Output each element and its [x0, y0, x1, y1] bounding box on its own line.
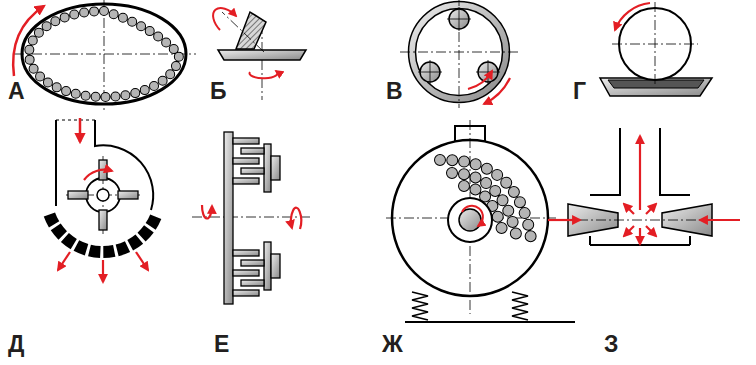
trough-roller-scheme [600, 2, 712, 96]
figure-letter: Е [214, 333, 229, 356]
figure-letter: Ж [382, 333, 403, 356]
figure-letter: Б [210, 80, 227, 103]
figure-letter: З [604, 333, 618, 356]
disc-mill-scheme [192, 132, 312, 304]
ball-mill-scheme [13, 0, 196, 110]
figure-letter: Д [8, 333, 24, 356]
vibration-mill-scheme [386, 120, 575, 322]
hammer-mill-scheme [49, 118, 156, 282]
figure-letter: А [8, 80, 25, 103]
roller-mill-scheme [213, 8, 306, 100]
figure-letter: В [386, 80, 403, 103]
ring-roller-scheme [400, 0, 518, 108]
figure-letter: Г [573, 80, 586, 103]
jet-mill-scheme [548, 128, 740, 245]
